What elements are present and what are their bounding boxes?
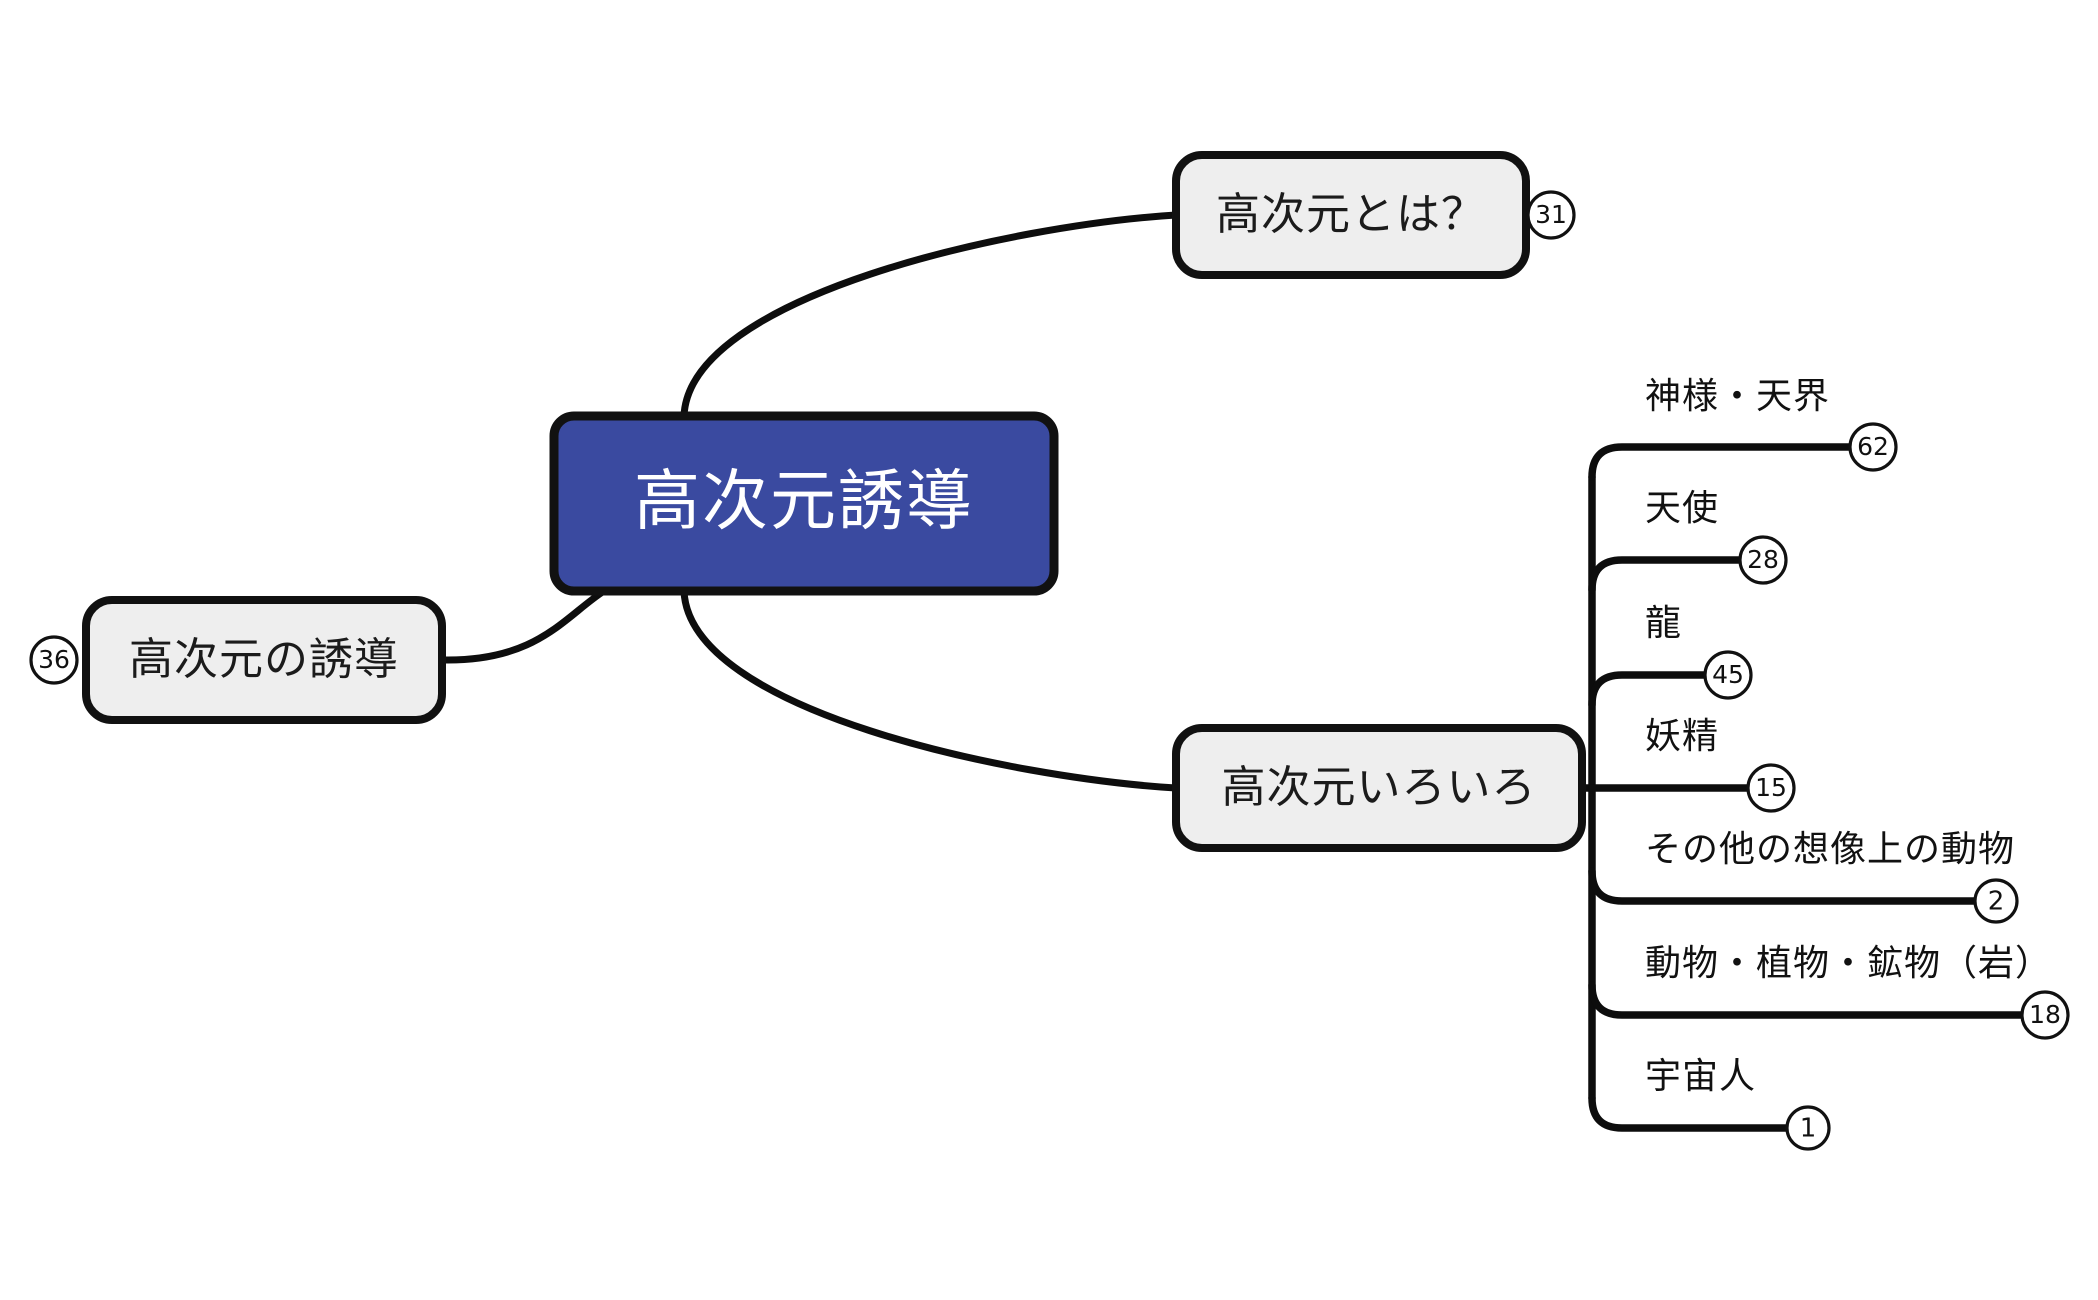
leaf-label-kamisama-tenkai: 神様・天界: [1645, 376, 1830, 417]
badge-uchuujin-count: 1: [1800, 1114, 1817, 1144]
badge-yousei-circle[interactable]: [1746, 763, 1796, 813]
nodes-layer: 高次元の誘導 高次元とは？ 高次元いろいろ 高次元誘導: [82, 151, 1586, 852]
edge-leaf-kamisama-tenkai: [1588, 443, 1859, 481]
badge-ryuu-circle[interactable]: [1703, 650, 1753, 700]
node-root-box[interactable]: [549, 411, 1059, 596]
node-koujigen-toha[interactable]: 高次元とは？: [1172, 151, 1530, 279]
leaf-edges-group: [1578, 443, 2031, 1132]
node-root-koujigen-yuudou[interactable]: 高次元誘導: [549, 411, 1059, 596]
badge-doubutsu-shokubutsu-circle[interactable]: [2020, 990, 2070, 1040]
edge-root-to-koujigen-toha: [680, 211, 1180, 420]
edge-leaf-sonota-doubutsu: [1588, 867, 1982, 905]
leaf-label-tenshi: 天使: [1645, 488, 1719, 529]
badge-sonota-doubutsu-count: 2: [1988, 887, 2005, 917]
node-koujigen-toha-box[interactable]: [1172, 151, 1530, 279]
badge-ryuu-count: 45: [1712, 660, 1744, 689]
node-koujigen-no-yuudou-label: 高次元の誘導: [129, 634, 399, 685]
leaf-label-uchuujin: 宇宙人: [1645, 1056, 1756, 1097]
badge-uchuujin-circle[interactable]: [1785, 1105, 1831, 1151]
edge-leaf-ryuu: [1588, 671, 1714, 709]
edge-leaf-tenshi: [1588, 556, 1749, 594]
badge-koujigen-toha-count: 31: [1535, 200, 1567, 229]
badge-doubutsu-shokubutsu-count: 18: [2029, 1000, 2061, 1029]
badges-group: 62 28 45 15 2 18 1 31 36: [29, 190, 2070, 1151]
badge-koujigen-no-yuudou-count: 36: [38, 645, 70, 674]
node-koujigen-no-yuudou-box[interactable]: [82, 596, 446, 724]
edge-root-to-koujigen-iroiro: [680, 587, 1180, 792]
edge-leaf-uchuujin: [1588, 1094, 1794, 1132]
badge-tenshi-circle[interactable]: [1738, 535, 1788, 585]
badge-koujigen-toha-circle[interactable]: [1526, 190, 1576, 240]
node-koujigen-iroiro-label: 高次元いろいろ: [1222, 762, 1537, 813]
node-root-label: 高次元誘導: [634, 463, 974, 540]
badge-kamisama-tenkai-count: 62: [1857, 432, 1889, 461]
leaf-label-yousei: 妖精: [1645, 716, 1719, 757]
leaf-label-sonota-doubutsu: その他の想像上の動物: [1645, 829, 2015, 870]
edge-root-to-koujigen-no-yuudou: [438, 587, 608, 664]
badge-kamisama-tenkai-circle[interactable]: [1848, 422, 1898, 472]
edges-layer: [438, 211, 2031, 1132]
badge-sonota-doubutsu-circle[interactable]: [1973, 878, 2019, 924]
node-koujigen-toha-label: 高次元とは？: [1216, 189, 1486, 240]
node-koujigen-no-yuudou[interactable]: 高次元の誘導: [82, 596, 446, 724]
leaf-label-ryuu: 龍: [1645, 603, 1682, 644]
edge-leaf-doubutsu-shokubutsu: [1588, 981, 2031, 1019]
badge-koujigen-no-yuudou-circle[interactable]: [29, 635, 79, 685]
leaf-label-doubutsu-shokubutsu: 動物・植物・鉱物（岩）: [1645, 943, 2052, 984]
badge-tenshi-count: 28: [1747, 545, 1779, 574]
badge-yousei-count: 15: [1755, 773, 1787, 802]
node-koujigen-iroiro[interactable]: 高次元いろいろ: [1172, 724, 1586, 852]
node-koujigen-iroiro-box[interactable]: [1172, 724, 1586, 852]
